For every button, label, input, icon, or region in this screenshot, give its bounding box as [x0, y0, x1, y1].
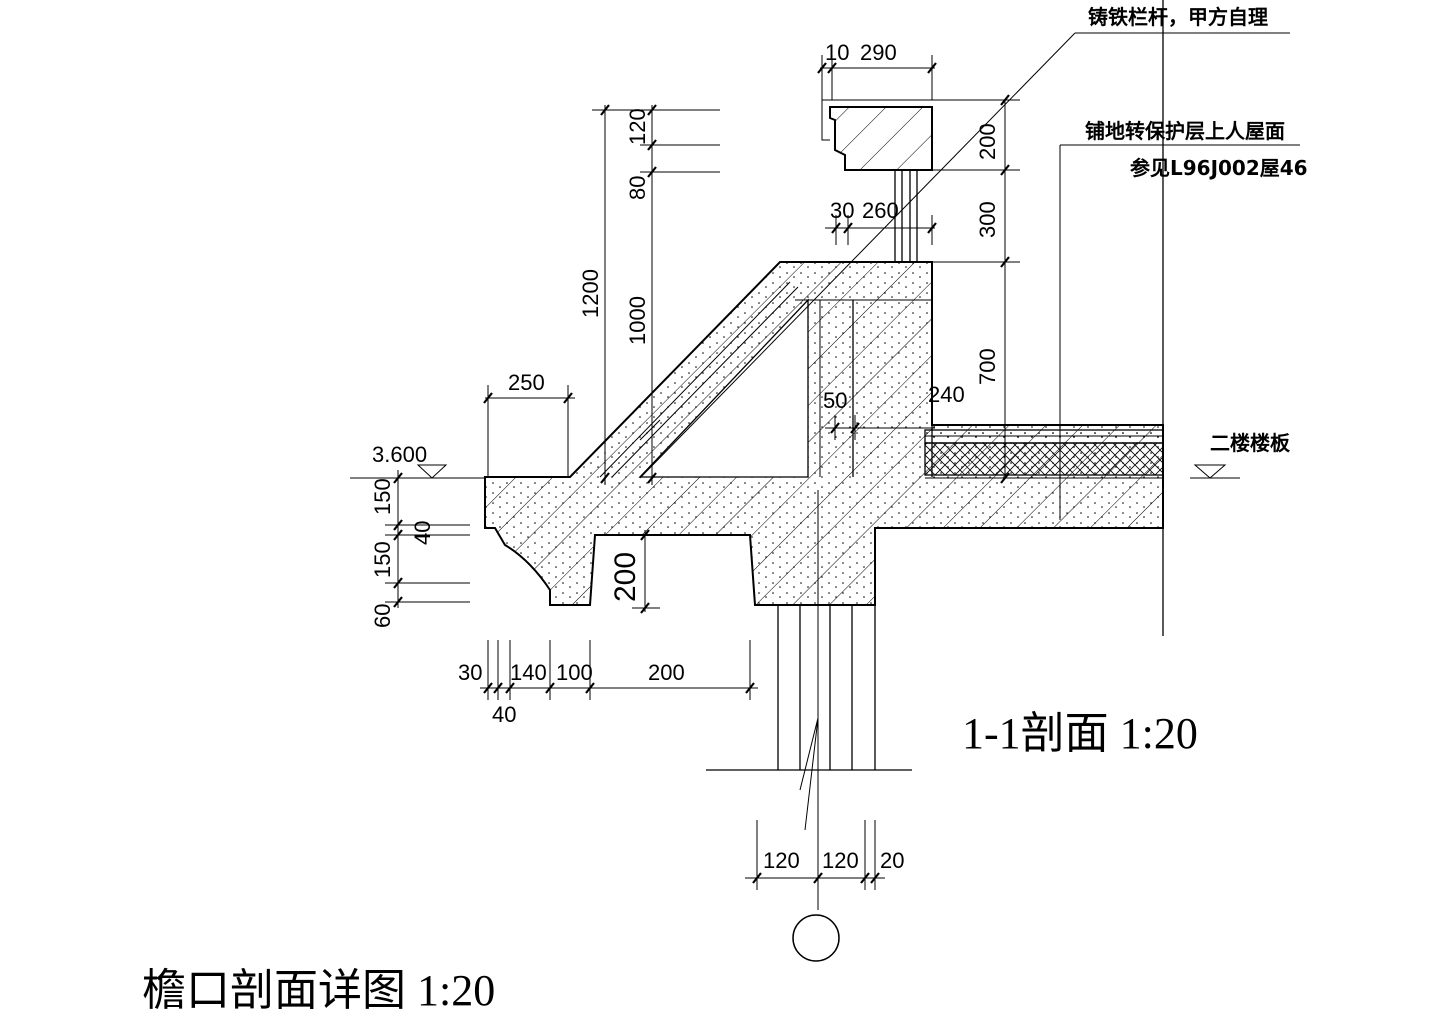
floor-note: 二楼楼板 [1210, 431, 1291, 455]
leader-lines [350, 32, 1300, 479]
dim-v300: 300 [975, 201, 1000, 238]
dim-l40: 40 [410, 521, 435, 545]
dim-l150a: 150 [370, 478, 395, 515]
tick-marks [393, 62, 1010, 884]
detail-title: 檐口剖面详图 1:20 [142, 966, 495, 1015]
dim-30: 30 [830, 198, 854, 223]
roof-note-1: 铺地转保护层上人屋面 [1085, 119, 1285, 143]
dim-v80: 80 [625, 176, 650, 200]
dim-b200: 200 [648, 660, 685, 685]
elevation-label: 3.600 [372, 442, 427, 467]
dim-c20: 20 [880, 848, 904, 873]
dim-290: 290 [860, 40, 897, 65]
dim-c120a: 120 [763, 848, 800, 873]
dim-10: 10 [825, 40, 849, 65]
coping-cap [821, 99, 1006, 171]
dim-v700: 700 [975, 348, 1000, 385]
concrete-section [484, 261, 1164, 606]
dim-200-vertical: 200 [609, 552, 642, 602]
roof-layers [924, 429, 1164, 479]
axis-bubble [792, 914, 840, 962]
dim-v200: 200 [975, 123, 1000, 160]
section-title: 1-1剖面 1:20 [962, 709, 1198, 758]
dim-c120b: 120 [822, 848, 859, 873]
dim-b140: 140 [510, 660, 547, 685]
dim-240: 240 [928, 382, 965, 407]
dim-v1200: 1200 [578, 269, 603, 318]
railing-posts [894, 170, 918, 262]
dim-b30: 30 [458, 660, 482, 685]
dim-b40: 40 [492, 702, 516, 727]
dim-v120: 120 [625, 108, 650, 145]
dim-260: 260 [862, 198, 899, 223]
dim-l150b: 150 [370, 541, 395, 578]
dim-250: 250 [508, 370, 545, 395]
void-under-slope [638, 298, 809, 478]
roof-note-2: 参见L96J002屋46 [1130, 156, 1308, 180]
dim-50: 50 [823, 388, 847, 413]
dim-l60: 60 [370, 604, 395, 628]
dimension-lines [385, 55, 1020, 890]
dim-b100: 100 [556, 660, 593, 685]
railing-note: 铸铁栏杆，甲方自理 [1088, 5, 1268, 29]
dim-v1000: 1000 [625, 296, 650, 345]
